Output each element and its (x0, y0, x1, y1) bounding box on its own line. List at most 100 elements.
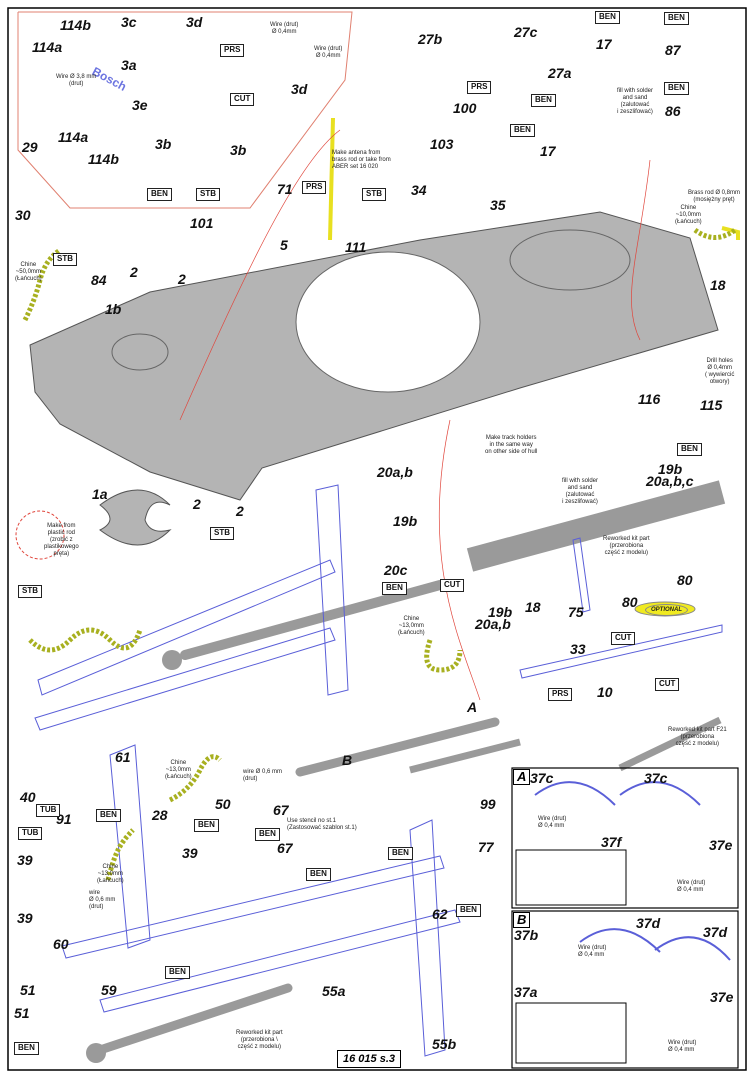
part-label: 62 (432, 906, 448, 922)
tag-ben: BEN (382, 582, 407, 595)
jack-handle (409, 738, 521, 774)
part-label: 37c (644, 770, 668, 786)
tag-prs: PRS (548, 688, 573, 701)
note: fill with solder and sand (zalutować i z… (562, 478, 599, 505)
track-post (109, 744, 151, 949)
tag-ben: BEN (147, 188, 172, 201)
track-rail (34, 627, 336, 731)
part-label: 55b (432, 1036, 457, 1052)
part-label: 114b (88, 151, 119, 167)
note: Wire (drut) Ø 0,4 mm (538, 816, 567, 829)
tag-tub: TUB (36, 804, 61, 817)
part-label: 51 (20, 982, 36, 998)
kit-rod (180, 580, 445, 660)
part-label: 3b (230, 142, 247, 158)
tag-ben: BEN (388, 847, 413, 860)
part-label: 114a (58, 129, 89, 145)
part-label: 29 (22, 139, 38, 155)
track-holder-grip (99, 489, 172, 546)
rod-end (86, 1043, 106, 1063)
part-label: 67 (273, 802, 289, 818)
part-label: 39 (182, 845, 198, 861)
tag-ben: BEN (677, 443, 702, 456)
detail-box-b (511, 910, 739, 1069)
note: Reworked kit part (przerobiona część z m… (603, 536, 650, 556)
part-label: 55a (322, 983, 346, 999)
jack-handle (618, 716, 722, 772)
turret-ring-opening (295, 251, 481, 393)
part-label: 3d (291, 81, 308, 97)
note: Drill holes Ø 0,4mm ( wywiercić otwory) (705, 358, 735, 385)
part-label: 3c (121, 14, 137, 30)
part-label: A (467, 699, 478, 715)
tag-ben: BEN (96, 809, 121, 822)
part-label: 2 (236, 503, 244, 519)
tag-prs: PRS (467, 81, 492, 94)
part-label: 37c (530, 770, 554, 786)
part-label: 20a,b,c (646, 473, 694, 489)
tag-ben: BEN (306, 868, 331, 881)
note: Use stencil no st.1 (Zastosować szablon … (287, 818, 357, 831)
tag-cut: CUT (611, 632, 636, 645)
track-rail (37, 559, 336, 696)
part-label: 116 (638, 391, 661, 407)
note: Wire (drut) Ø 0,4mm (314, 46, 343, 59)
note: Make from plastic rod (zrobić z plastiko… (44, 523, 79, 557)
part-label: 27b (418, 31, 443, 47)
tag-stb: STB (210, 527, 234, 540)
part-37c (534, 781, 616, 806)
part-label: 35 (490, 197, 506, 213)
part-label: 51 (14, 1005, 30, 1021)
part-label: 37f (601, 834, 622, 850)
part-label: 37b (514, 927, 539, 943)
part-label: 10 (597, 684, 613, 700)
note: Chine ~10,0mm (Łańcuch) (675, 205, 702, 225)
gun-barrel (466, 480, 726, 572)
tag-ben: BEN (595, 11, 620, 24)
note: Wire (drut) Ø 0,4 mm (677, 880, 706, 893)
part-label: 37e (710, 989, 734, 1005)
note: Wire Ø 3,8 mm (drut) (56, 74, 97, 87)
tag-ben: BEN (14, 1042, 39, 1055)
track-rail (61, 855, 445, 959)
detail-b-result (515, 1002, 627, 1064)
part-label: 3e (132, 97, 148, 113)
part-label: 1a (92, 486, 108, 502)
track-post (409, 819, 446, 1057)
tag-cut: CUT (230, 93, 255, 106)
part-label: 115 (700, 397, 723, 413)
part-label: 37e (709, 837, 733, 853)
part-label: 40 (20, 789, 36, 805)
note: Chine ~13,0mm (Łańcuch) (398, 616, 425, 636)
callout-line (179, 129, 341, 421)
tag-stb: STB (196, 188, 220, 201)
optional-badge: OPTIONAL (645, 604, 688, 616)
part-label: 17 (540, 143, 556, 159)
tag-ben: BEN (664, 82, 689, 95)
part-label: 19b (658, 461, 683, 477)
part-label: 18 (710, 277, 726, 293)
part-label: 18 (525, 599, 541, 615)
part-label: 37d (703, 924, 728, 940)
part-label: 30 (15, 207, 31, 223)
track-rail (99, 909, 461, 1013)
part-label: 84 (91, 272, 107, 288)
part-label: 75 (568, 604, 584, 620)
part-label: 2 (130, 264, 138, 280)
part-label: 80 (622, 594, 638, 610)
part-label: 28 (152, 807, 168, 823)
part-label: 27c (514, 24, 538, 40)
tag-ben: BEN (664, 12, 689, 25)
note: Make antena from brass rod or take from … (332, 150, 391, 170)
tag-ben: BEN (456, 904, 481, 917)
hatch (111, 333, 169, 371)
note: Reworked kit part (przerobiona \ część z… (236, 1030, 283, 1050)
tag-ben: BEN (194, 819, 219, 832)
tag-ben: BEN (531, 94, 556, 107)
tag-ben: BEN (510, 124, 535, 137)
part-label: 39 (17, 852, 33, 868)
sheet-code: 16 015 s.3 (337, 1050, 401, 1068)
part-label: 99 (480, 796, 496, 812)
part-label: 20c (384, 562, 408, 578)
detail-box-a (511, 767, 739, 909)
